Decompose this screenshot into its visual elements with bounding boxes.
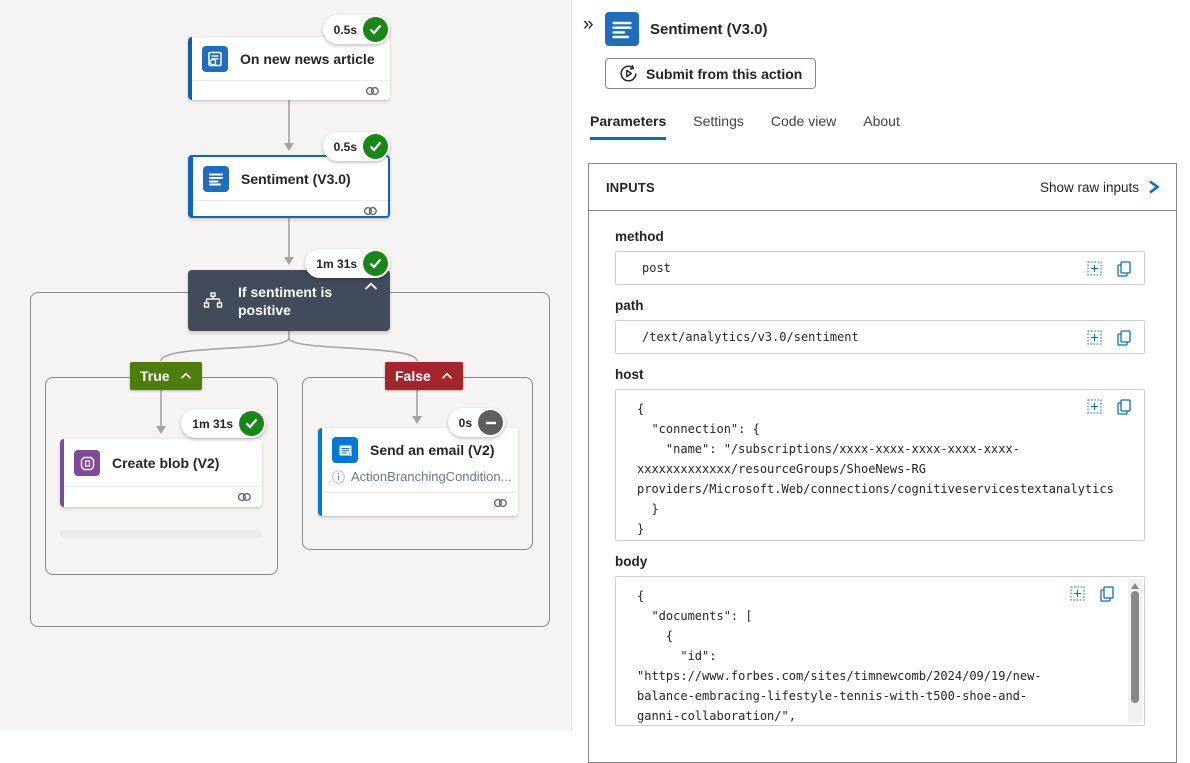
view-as-table-icon[interactable] xyxy=(1070,586,1085,602)
node-create-blob[interactable]: Create blob (V2) xyxy=(60,439,262,507)
field-value: post xyxy=(642,261,671,275)
panel-tabs: Parameters Settings Code view About xyxy=(590,113,900,140)
body-scrollbar[interactable] xyxy=(1128,579,1142,723)
field-label: body xyxy=(615,554,648,569)
node-title: Send an email (V2) xyxy=(370,442,495,458)
tab-about[interactable]: About xyxy=(863,113,900,129)
link-icon[interactable] xyxy=(365,85,380,97)
show-raw-inputs-label: Show raw inputs xyxy=(1039,179,1139,195)
tab-code-view[interactable]: Code view xyxy=(770,113,837,129)
node-on-new-news-article[interactable]: On new news article xyxy=(188,37,390,100)
scrollbar-up-arrow[interactable] xyxy=(1131,583,1139,589)
node-status-note: ⓘ ActionBranchingCondition... xyxy=(318,467,518,492)
panel-title: Sentiment (V3.0) xyxy=(650,21,768,38)
node-send-an-email[interactable]: Send an email (V2) ⓘ ActionBranchingCond… xyxy=(318,428,518,516)
branch-label-text: True xyxy=(140,368,170,384)
info-icon: ⓘ xyxy=(332,470,346,485)
note-text: ActionBranchingCondition... xyxy=(351,469,512,484)
collapsed-card-hint xyxy=(60,530,262,538)
view-as-table-icon[interactable] xyxy=(1087,330,1102,346)
duration-text: 1m 31s xyxy=(192,416,233,431)
chevron-right-icon xyxy=(1149,180,1160,194)
field-value-box: post xyxy=(615,251,1145,285)
condition-icon xyxy=(202,290,224,312)
field-label: path xyxy=(615,298,644,313)
inputs-title: INPUTS xyxy=(606,179,655,195)
submit-button-label: Submit from this action xyxy=(646,65,803,82)
duration-text: 1m 31s xyxy=(316,256,357,271)
inputs-header: INPUTS Show raw inputs xyxy=(589,164,1176,211)
tab-settings[interactable]: Settings xyxy=(693,113,744,129)
news-trigger-icon xyxy=(202,46,228,72)
field-body: body { "documents": [ { "id": "https://w… xyxy=(615,554,1176,726)
node-title: Sentiment (V3.0) xyxy=(241,171,351,187)
chevron-up-icon xyxy=(180,372,192,380)
sentiment-icon xyxy=(203,166,229,192)
field-method: method post xyxy=(615,229,1176,285)
link-icon[interactable] xyxy=(237,491,252,503)
branch-label-text: False xyxy=(395,368,431,384)
run-duration-badge[interactable]: 1m 31s xyxy=(181,409,266,438)
scrollbar-thumb[interactable] xyxy=(1131,591,1139,703)
node-accent-bar xyxy=(318,428,322,516)
false-branch-label[interactable]: False xyxy=(385,362,463,390)
check-icon xyxy=(363,134,388,159)
submit-from-this-action-button[interactable]: Submit from this action xyxy=(605,58,817,89)
chevron-up-icon[interactable] xyxy=(364,282,378,291)
copy-icon[interactable] xyxy=(1100,586,1114,602)
collapse-panel-icon[interactable]: » xyxy=(583,14,594,35)
field-label: method xyxy=(615,229,664,244)
field-path: path /text/analytics/v3.0/sentiment xyxy=(615,298,1176,354)
field-value: /text/analytics/v3.0/sentiment xyxy=(642,330,859,344)
run-duration-badge[interactable]: 0.5s xyxy=(322,15,390,44)
copy-icon[interactable] xyxy=(1117,399,1131,415)
field-value-box: /text/analytics/v3.0/sentiment xyxy=(615,320,1145,354)
check-icon xyxy=(239,411,264,436)
node-if-sentiment-is-positive[interactable]: If sentiment is positive xyxy=(188,270,390,331)
field-value-code: { "documents": [ { "id": "https://www.fo… xyxy=(637,589,1042,723)
field-value-box: { "documents": [ { "id": "https://www.fo… xyxy=(615,576,1145,726)
action-details-panel: » Sentiment (V3.0) Submit from this acti… xyxy=(571,0,1190,763)
check-icon xyxy=(363,251,388,276)
node-accent-bar xyxy=(188,37,192,100)
node-title: If sentiment is positive xyxy=(238,283,333,318)
run-duration-badge[interactable]: 0s xyxy=(447,408,505,437)
copy-icon[interactable] xyxy=(1117,330,1131,346)
copy-icon[interactable] xyxy=(1117,261,1131,277)
check-icon xyxy=(363,17,388,42)
minus-icon xyxy=(478,410,503,435)
field-value-box: { "connection": { "name": "/subscription… xyxy=(615,389,1145,541)
show-raw-inputs-link[interactable]: Show raw inputs xyxy=(1040,180,1160,195)
node-title: Create blob (V2) xyxy=(112,455,220,471)
chevron-up-icon xyxy=(441,372,453,380)
field-value-code: { "connection": { "name": "/subscription… xyxy=(637,402,1114,536)
node-accent-bar xyxy=(60,439,64,507)
view-as-table-icon[interactable] xyxy=(1087,399,1102,415)
duration-text: 0.5s xyxy=(333,22,357,37)
duration-text: 0s xyxy=(458,415,472,430)
blob-storage-icon xyxy=(74,450,100,476)
outlook-email-icon xyxy=(332,437,358,463)
true-branch-label[interactable]: True xyxy=(130,362,202,390)
resubmit-play-icon xyxy=(619,64,638,83)
link-icon[interactable] xyxy=(493,497,508,509)
duration-text: 0.5s xyxy=(333,139,357,154)
view-as-table-icon[interactable] xyxy=(1087,261,1102,277)
node-title: On new news article xyxy=(240,51,375,67)
sentiment-icon xyxy=(605,12,639,46)
field-label: host xyxy=(615,367,644,382)
field-host: host { "connection": { "name": "/subscri… xyxy=(615,367,1176,541)
link-icon[interactable] xyxy=(363,205,378,217)
inputs-section: INPUTS Show raw inputs method post xyxy=(588,163,1177,763)
run-duration-badge[interactable]: 1m 31s xyxy=(305,249,390,278)
node-sentiment[interactable]: Sentiment (V3.0) xyxy=(188,155,390,218)
run-duration-badge[interactable]: 0.5s xyxy=(322,132,390,161)
workflow-canvas[interactable]: On new news article xyxy=(0,0,571,730)
tab-parameters[interactable]: Parameters xyxy=(590,113,667,140)
